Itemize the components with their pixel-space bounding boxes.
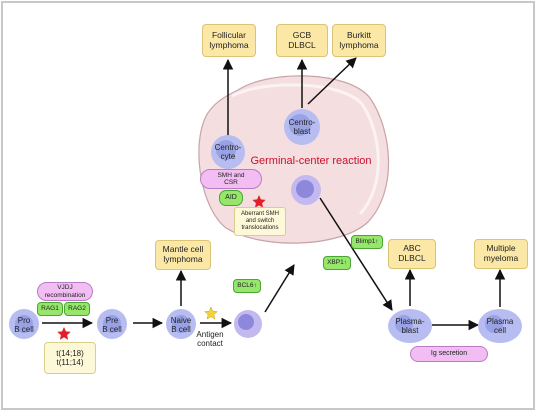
centrocyte-cell (211, 135, 245, 169)
antigen-contact-label: Antigen contact (196, 330, 224, 349)
blimp1-box: Blimp1↑ (351, 235, 383, 249)
centroblast-label: Centro- blast (288, 118, 316, 137)
burkitt-lymphoma-box: Burkitt lymphoma (332, 24, 386, 57)
gc-cell (291, 175, 321, 205)
multiple-myeloma-box: Multiple myeloma (474, 239, 528, 269)
abc-dlbcl-box: ABC DLBCL (388, 239, 436, 269)
red-star-icon (57, 327, 71, 340)
plasmablast-cell (388, 309, 432, 343)
pre-b-cell-label: Pre B cell (102, 316, 122, 335)
arrow-icon (307, 57, 357, 105)
red-star-icon (252, 195, 266, 208)
aberrant-smh-box: Aberrant SMH and switch translocations (234, 207, 286, 236)
rag2-box: RAG2 (64, 302, 90, 316)
follicular-lymphoma-box: Follicular lymphoma (202, 24, 256, 57)
germinal-center-title: Germinal-center reaction (250, 155, 372, 167)
centrocyte-label: Centro- cyte (214, 143, 242, 162)
vdj-recombination-box: VJDJ recombination (37, 282, 93, 301)
translocations-box: t(14;18) t(11;14) (44, 342, 96, 374)
arrow-icon (264, 264, 295, 313)
germinal-center (198, 75, 390, 244)
naive-b-cell (166, 309, 196, 339)
mantle-cell-lymphoma-box: Mantle cell lymphoma (155, 240, 211, 270)
xbp1-box: XBP1↑ (323, 256, 351, 270)
rag1-box: RAG1 (37, 302, 63, 316)
pro-b-cell-label: Pro B cell (14, 316, 34, 335)
arrows (42, 57, 506, 331)
pre-b-cell (97, 309, 127, 339)
ig-secretion-box: Ig secretion (410, 346, 488, 362)
bcl6-box: BCL6↑ (233, 279, 261, 293)
plasma-cell-label: Plasma cell (486, 317, 514, 336)
gcb-dlbcl-box: GCB DLBCL (276, 24, 328, 57)
plasmablast-label: Plasma- blast (395, 317, 425, 336)
smh-csr-box: SMH and CSR (200, 169, 262, 189)
naive-b-cell-label: Naive B cell (170, 316, 192, 335)
pro-b-cell (9, 309, 39, 339)
activated-b-cell (234, 310, 262, 338)
centroblast-cell (284, 109, 320, 145)
aid-box: AID (219, 190, 243, 206)
arrow-icon (319, 197, 393, 311)
yellow-star-icon (204, 306, 218, 320)
plasma-cell (478, 309, 522, 343)
cells (9, 109, 522, 343)
